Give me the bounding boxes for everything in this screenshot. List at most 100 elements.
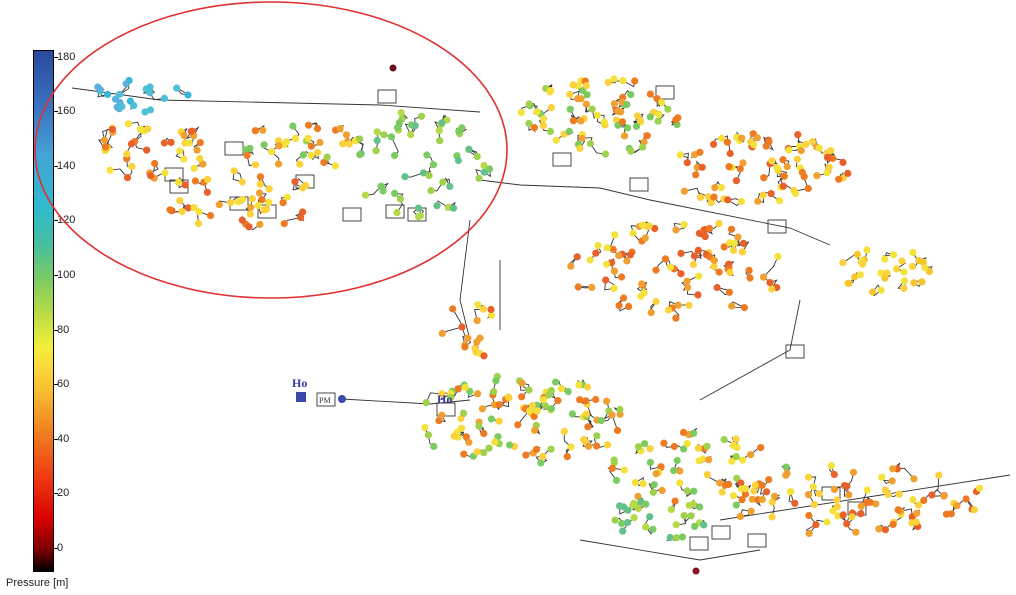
junction-node xyxy=(258,196,266,204)
junction-node xyxy=(586,139,595,148)
junction-node xyxy=(823,153,832,161)
junction-node xyxy=(683,277,691,285)
junction-node xyxy=(775,197,784,205)
junction-node xyxy=(632,122,641,130)
junction-node xyxy=(851,273,859,281)
junction-node xyxy=(725,163,733,171)
junction-node xyxy=(615,252,623,260)
junction-node xyxy=(704,193,713,201)
junction-node xyxy=(794,131,802,139)
junction-node xyxy=(283,193,291,201)
junction-node xyxy=(672,521,680,529)
junction-node xyxy=(687,512,695,520)
junction-node xyxy=(710,256,718,264)
junction-node xyxy=(166,206,174,214)
junction-node xyxy=(377,182,385,190)
junction-node xyxy=(583,91,591,99)
junction-node xyxy=(677,270,685,278)
junction-node xyxy=(888,477,896,485)
junction-node xyxy=(670,467,678,475)
colorbar-tickmark xyxy=(54,384,58,385)
junction-node xyxy=(193,146,201,154)
junction-node xyxy=(767,190,775,198)
junction-node xyxy=(707,199,715,207)
junction-node xyxy=(805,511,813,520)
colorbar-label: Pressure [m] xyxy=(6,577,69,589)
junction-node xyxy=(804,491,813,499)
junction-node xyxy=(184,204,192,212)
junction-node xyxy=(438,411,446,419)
junction-node xyxy=(680,187,689,195)
junction-node xyxy=(206,212,215,220)
junction-node xyxy=(609,245,617,254)
junction-node xyxy=(421,424,429,432)
junction-node xyxy=(588,283,596,291)
junction-node xyxy=(680,428,688,436)
junction-node xyxy=(768,498,776,506)
junction-node xyxy=(582,82,590,90)
junction-node xyxy=(782,463,790,471)
junction-node xyxy=(435,417,443,425)
junction-node xyxy=(674,301,682,309)
junction-node xyxy=(539,452,547,460)
junction-node xyxy=(582,397,590,405)
junction-node xyxy=(423,151,431,159)
junction-node xyxy=(754,197,762,205)
junction-node xyxy=(768,513,776,521)
junction-node xyxy=(593,432,601,440)
junction-node xyxy=(230,167,238,175)
junction-node xyxy=(849,468,858,476)
junction-node xyxy=(593,111,602,119)
junction-node xyxy=(642,523,650,531)
junction-node xyxy=(627,147,635,155)
device-box xyxy=(689,536,709,551)
junction-node xyxy=(627,91,635,99)
colorbar-tick: 60 xyxy=(57,378,70,390)
junction-node xyxy=(620,132,629,140)
junction-node xyxy=(975,484,984,492)
junction-node xyxy=(248,195,256,203)
junction-node xyxy=(280,220,288,228)
junction-node xyxy=(603,244,611,252)
junction-node xyxy=(710,262,718,270)
device-box xyxy=(785,344,805,359)
junction-node xyxy=(514,421,522,429)
junction-node xyxy=(151,159,159,168)
junction-node xyxy=(829,507,837,515)
junction-node xyxy=(265,198,273,207)
junction-node xyxy=(238,216,246,224)
junction-node xyxy=(541,402,550,410)
junction-node xyxy=(465,145,473,153)
junction-node xyxy=(259,126,267,134)
junction-node xyxy=(422,399,430,407)
junction-node xyxy=(396,195,404,203)
colorbar-tickmark xyxy=(54,439,58,440)
junction-node xyxy=(696,193,705,201)
junction-node xyxy=(810,500,819,509)
junction-node xyxy=(361,191,370,199)
junction-node xyxy=(146,89,154,97)
junction-node xyxy=(630,514,638,522)
junction-node xyxy=(96,86,104,94)
junction-node xyxy=(815,490,823,498)
junction-node xyxy=(720,436,728,444)
pipe-main xyxy=(579,539,761,561)
junction-node xyxy=(274,137,283,145)
junction-node xyxy=(908,262,917,270)
junction-node xyxy=(256,173,265,181)
junction-node xyxy=(531,426,539,434)
junction-node xyxy=(446,182,454,191)
junction-node xyxy=(525,386,533,394)
junction-node xyxy=(547,104,555,112)
junction-node xyxy=(458,323,466,331)
junction-node xyxy=(798,168,807,176)
junction-node xyxy=(750,141,758,149)
junction-node xyxy=(314,148,322,157)
junction-node xyxy=(187,127,195,135)
junction-node xyxy=(305,121,313,129)
junction-node xyxy=(111,95,120,103)
junction-node xyxy=(610,267,619,275)
junction-node xyxy=(568,410,577,418)
junction-node xyxy=(881,486,890,494)
junction-node xyxy=(567,443,575,451)
